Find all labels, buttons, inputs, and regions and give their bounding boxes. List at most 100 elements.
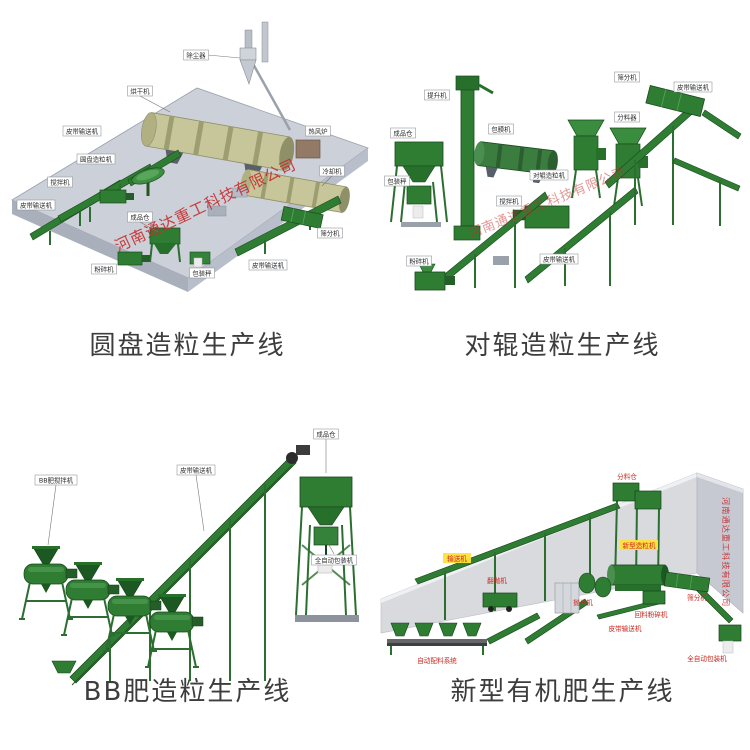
svg-text:皮带输送机: 皮带输送机 — [20, 201, 53, 210]
svg-text:烘干机: 烘干机 — [130, 87, 150, 96]
equipment-label: 皮带输送机 — [248, 259, 288, 271]
bb-mixer — [61, 562, 120, 636]
equipment-label: 自动配料系统 — [417, 656, 457, 665]
equipment-label: 粉碎机 — [91, 263, 117, 275]
svg-text:皮带输送机: 皮带输送机 — [543, 255, 576, 264]
pallet-block — [493, 256, 509, 265]
svg-text:皮带输送机: 皮带输送机 — [66, 127, 99, 136]
equipment-label: 搅拌机 — [47, 176, 73, 188]
organic-line-illustration: 河南通达重工科技有限公司 — [380, 472, 744, 665]
equipment-label: 粉碎机 — [406, 255, 432, 267]
batching-system — [387, 622, 487, 655]
cooler-drum — [240, 169, 350, 213]
svg-text:筛分机: 筛分机 — [687, 593, 707, 602]
equipment-label: 全自动包装机 — [311, 554, 357, 566]
equipment-label: 皮带输送机 — [176, 464, 216, 476]
caption-disc-line: 圆盘造粒生产线 — [89, 331, 286, 361]
equipment-label: 输送机 — [443, 553, 471, 563]
crusher — [117, 251, 150, 266]
crusher — [414, 263, 455, 291]
svg-text:皮带输送机: 皮带输送机 — [677, 83, 710, 92]
bb-mixer — [145, 594, 204, 668]
svg-text:包装秤: 包装秤 — [192, 269, 212, 278]
svg-text:粉碎机: 粉碎机 — [409, 257, 429, 266]
panel-organic-line: 河南通达重工科技有限公司 — [375, 375, 750, 750]
equipment-label: 新型造粒机 — [620, 540, 658, 550]
svg-text:除尘器: 除尘器 — [186, 51, 206, 60]
equipment-label: 分料器 — [614, 111, 640, 123]
equipment-label: 成品仓 — [127, 211, 153, 223]
caption-bb-line: BB肥造粒生产线 — [83, 677, 292, 707]
equipment-label: 皮带输送机 — [16, 199, 56, 211]
counterweight-blocks — [207, 187, 248, 217]
packing-machine — [313, 526, 339, 574]
svg-text:分料仓: 分料仓 — [617, 472, 637, 481]
svg-text:包膜机: 包膜机 — [491, 125, 511, 134]
svg-text:粉碎机: 粉碎机 — [94, 265, 114, 274]
discharge-conveyor — [672, 109, 742, 226]
svg-text:热风炉: 热风炉 — [308, 127, 327, 136]
svg-text:皮带输送机: 皮带输送机 — [180, 466, 213, 475]
return-crusher — [642, 590, 666, 605]
panel-bb-line: BB肥搅拌机 皮带输送机 成品仓 全自动包装机 BB肥造粒生产线 — [0, 375, 375, 750]
product-bin — [390, 141, 448, 227]
svg-text:输送机: 输送机 — [447, 554, 467, 563]
svg-text:搅拌机: 搅拌机 — [50, 178, 70, 187]
screener — [663, 571, 711, 593]
equipment-label: 圆盘造粒机 — [76, 153, 116, 165]
svg-text:成品仓: 成品仓 — [316, 430, 336, 439]
equipment-label: 筛分机 — [687, 593, 707, 602]
svg-text:圆盘造粒机: 圆盘造粒机 — [80, 155, 113, 164]
caption-roller-line: 对辊造粒生产线 — [464, 331, 661, 361]
equipment-label: 抛光机 — [573, 598, 593, 607]
mixer — [99, 189, 134, 204]
equipment-label: 烘干机 — [127, 85, 153, 97]
hot-blast-stove — [295, 139, 321, 159]
svg-text:BB肥搅拌机: BB肥搅拌机 — [39, 476, 74, 485]
equipment-label: 翻抛机 — [487, 576, 507, 585]
svg-text:筛分机: 筛分机 — [320, 229, 340, 238]
equipment-label: 成品仓 — [390, 127, 416, 139]
svg-text:全自动包装机: 全自动包装机 — [687, 654, 727, 663]
panel-roller-line: 河南通达重工科技有限公司 提升机 包膜机 筛分机 皮带输送机 分料器 对辊造粒机… — [375, 0, 750, 375]
compost-turner — [482, 592, 518, 612]
svg-text:成品仓: 成品仓 — [130, 213, 150, 222]
bb-mixer — [19, 546, 78, 620]
drive-motor — [296, 445, 310, 455]
caption-organic-line: 新型有机肥生产线 — [450, 677, 675, 707]
equipment-label: 皮带输送机 — [539, 253, 579, 265]
panel-disc-line: 河南通达重工科技有限公司 除尘器 烘干机 热风炉 皮带输送机 圆盘造粒机 搅拌机… — [0, 0, 375, 375]
equipment-label: BB肥搅拌机 — [34, 474, 78, 486]
equipment-label: 全自动包装机 — [687, 654, 727, 663]
equipment-label: 皮带输送机 — [62, 125, 102, 137]
disc-line-illustration: 河南通达重工科技有限公司 除尘器 烘干机 热风炉 皮带输送机 圆盘造粒机 搅拌机… — [11, 21, 369, 292]
svg-text:成品仓: 成品仓 — [393, 129, 413, 138]
equipment-label: 除尘器 — [183, 49, 209, 61]
equipment-label: 冷却机 — [319, 165, 345, 177]
svg-text:新型造粒机: 新型造粒机 — [623, 541, 656, 550]
equipment-label: 回料粉碎机 — [635, 610, 668, 619]
svg-text:自动配料系统: 自动配料系统 — [417, 656, 457, 665]
bb-mixer — [103, 578, 162, 652]
svg-text:筛分机: 筛分机 — [617, 73, 637, 82]
screener — [645, 85, 706, 118]
equipment-label: 筛分机 — [614, 71, 640, 83]
svg-text:抛光机: 抛光机 — [573, 598, 593, 607]
roller-line-illustration: 河南通达重工科技有限公司 提升机 包膜机 筛分机 皮带输送机 分料器 对辊造粒机… — [384, 71, 742, 291]
equipment-label: 成品仓 — [313, 428, 339, 440]
control-cabinet — [554, 582, 580, 614]
equipment-label: 分料仓 — [617, 472, 637, 481]
svg-text:皮带输送机: 皮带输送机 — [609, 624, 642, 633]
equipment-label: 热风炉 — [305, 125, 331, 137]
roller-granulator — [567, 119, 606, 199]
svg-text:冷却机: 冷却机 — [322, 167, 342, 176]
equipment-label: 提升机 — [424, 89, 450, 101]
cyclone-dust-collector — [239, 21, 292, 131]
rotary-screener — [280, 206, 324, 229]
watermark-text: 河南通达重工科技有限公司 — [721, 497, 731, 607]
head-pulley — [286, 452, 298, 464]
bb-line-illustration: BB肥搅拌机 皮带输送机 成品仓 全自动包装机 — [19, 428, 359, 686]
svg-text:对辊造粒机: 对辊造粒机 — [533, 171, 566, 180]
equipment-label: 包装秤 — [189, 267, 215, 279]
